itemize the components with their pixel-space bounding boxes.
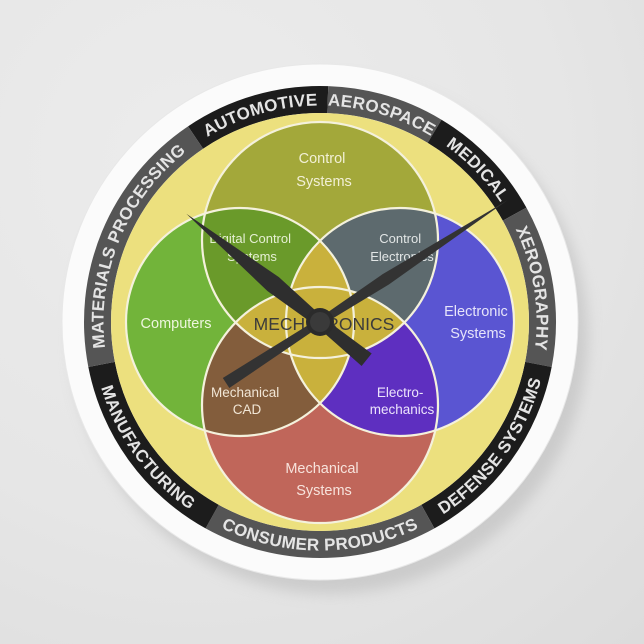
clock-hands	[186, 200, 508, 389]
ring-segment-defense-systems	[421, 361, 552, 529]
label-mechanical-cad: Mechanical CAD	[211, 385, 283, 417]
center-hub-highlight	[310, 312, 330, 332]
ring-segment-automotive	[188, 86, 329, 149]
label-computers: Computers	[141, 316, 212, 332]
ring-segment-materials-processing	[83, 126, 204, 368]
ring-segment-aerospace	[327, 86, 442, 143]
label-electronic-systems: Electronic Systems	[444, 304, 512, 342]
minute-hand	[222, 200, 508, 389]
ring-segment-xerography	[502, 207, 556, 368]
label-control-systems: Control Systems	[296, 151, 352, 190]
label-electromechanics: Electro- mechanics	[370, 385, 435, 417]
ring-segment-consumer-products	[205, 504, 435, 558]
label-mechanical-systems: Mechanical Systems	[285, 461, 362, 499]
venn-diagram: Control Systems Computers Electronic Sys…	[124, 120, 516, 525]
venn-outlines	[124, 120, 516, 525]
ring-segment-manufacturing	[88, 361, 219, 529]
ring-segment-medical	[427, 119, 527, 221]
